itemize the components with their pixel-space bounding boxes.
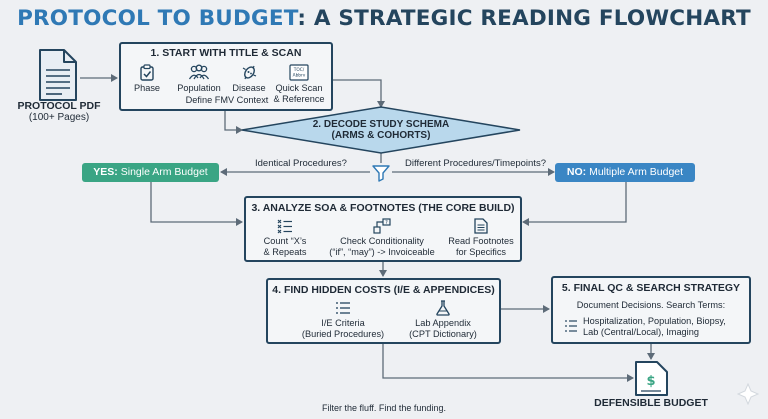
step3-title: 3. ANALYZE SOA & FOOTNOTES (THE CORE BUI… <box>251 202 515 214</box>
defensible-budget-label: DEFENSIBLE BUDGET <box>594 397 708 409</box>
question-identical: Identical Procedures? <box>255 158 347 169</box>
step1-box: 1. START WITH TITLE & SCAN Phase Populat… <box>119 42 333 111</box>
step5-terms: Hospitalization, Population, Biopsy,Lab … <box>583 316 726 337</box>
document-icon <box>474 218 488 234</box>
step1-item-population: Population <box>169 64 229 94</box>
yes-single-arm-pill: YES: Single Arm Budget <box>82 163 219 182</box>
people-group-icon <box>188 64 210 80</box>
step1-item-phase: Phase <box>129 64 165 94</box>
page-title: PROTOCOL TO BUDGET: A STRATEGIC READING … <box>17 6 751 31</box>
conditional-nodes-icon: ? <box>373 218 391 234</box>
toc-icon-text-1: TOC/ <box>293 67 305 73</box>
arrow-no-to-step3 <box>522 182 627 226</box>
step3-item-conditionality: ? Check Conditionality(“if”, “may”) -> I… <box>329 218 435 257</box>
footer-tagline: Filter the fluff. Find the funding. <box>322 403 446 413</box>
step4-item-ie-criteria: I/E Criteria(Buried Procedures) <box>298 300 388 339</box>
arrow-step1-bottom <box>224 110 243 134</box>
protocol-pages-label: (100+ Pages) <box>28 112 90 123</box>
arrow-yes-to-step3 <box>150 182 243 226</box>
budget-document-icon: $ <box>635 361 668 396</box>
pdf-document-icon <box>39 49 77 101</box>
checklist-x-icon <box>277 219 292 234</box>
toc-icon-text-2: Abbrv <box>293 73 306 79</box>
list-icon <box>565 320 577 332</box>
filter-icon <box>372 165 390 182</box>
step5-subtitle: Document Decisions. Search Terms: <box>576 300 726 310</box>
step4-item-lab-appendix: Lab Appendix(CPT Dictionary) <box>402 300 484 339</box>
list-icon <box>336 302 350 314</box>
microbe-icon <box>242 65 256 80</box>
step5-title: 5. FINAL QC & SEARCH STRATEGY <box>561 282 741 294</box>
arrow-step1-to-step2 <box>333 79 385 108</box>
step2-title: 2. DECODE STUDY SCHEMA(ARMS & COHORTS) <box>312 119 450 141</box>
step4-box: 4. FIND HIDDEN COSTS (I/E & APPENDICES) … <box>266 278 501 344</box>
step1-title: 1. START WITH TITLE & SCAN <box>150 47 302 59</box>
decision-diamond <box>241 106 521 154</box>
question-different: Different Procedures/Timepoints? <box>405 158 546 169</box>
step3-box: 3. ANALYZE SOA & FOOTNOTES (THE CORE BUI… <box>244 196 522 262</box>
step5-box: 5. FINAL QC & SEARCH STRATEGY Document D… <box>551 276 751 344</box>
svg-text:?: ? <box>385 220 388 226</box>
step1-item-quick-scan: TOC/ Abbrv Quick Scan& Reference <box>271 64 327 104</box>
protocol-pdf-label: PROTOCOL PDF <box>17 100 101 112</box>
step1-sub-label: Define FMV Context <box>185 95 269 105</box>
arrow-step4-to-final <box>382 343 634 382</box>
no-multiple-arm-pill: NO: Multiple Arm Budget <box>555 163 695 182</box>
clipboard-check-icon <box>140 64 154 81</box>
step4-title: 4. FIND HIDDEN COSTS (I/E & APPENDICES) <box>272 284 495 296</box>
step1-item-disease: Disease <box>229 64 269 94</box>
toc-document-icon: TOC/ Abbrv <box>289 64 309 81</box>
sparkle-icon <box>736 382 760 406</box>
svg-text:$: $ <box>646 374 655 389</box>
step3-item-count: Count “X’s& Repeats <box>256 218 314 257</box>
flask-icon <box>436 300 450 316</box>
